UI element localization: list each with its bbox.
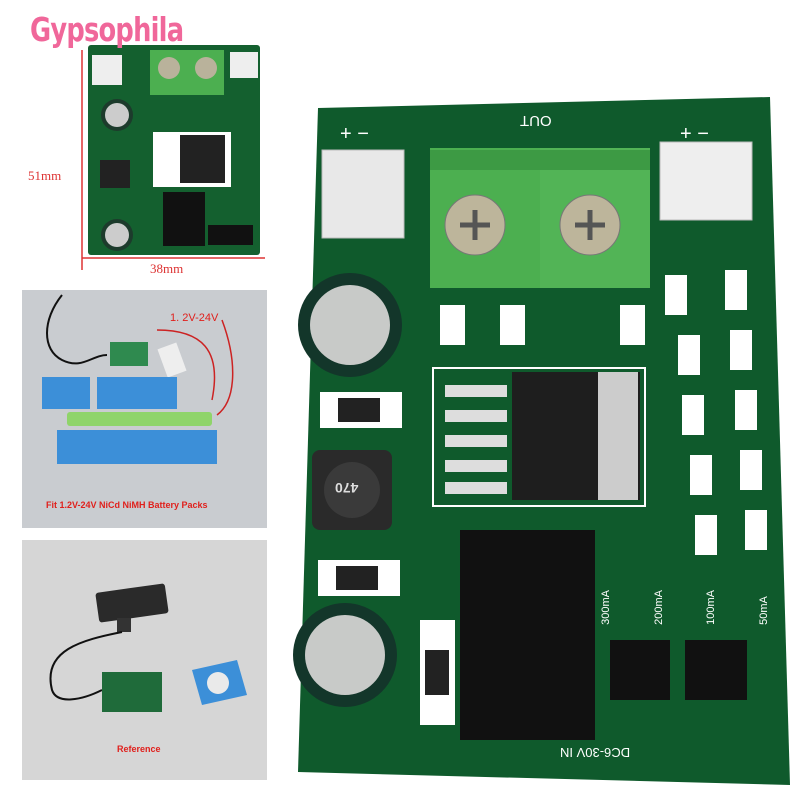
current-option-50: 50mA — [757, 596, 770, 625]
inductor-label: 470 — [335, 480, 359, 496]
current-option-300: 300mA — [600, 590, 612, 625]
battery-packs-image — [42, 294, 234, 464]
battery-caption: Fit 1.2V-24V NiCd NiMH Battery Packs — [46, 500, 208, 510]
input-label: DC6-30V IN — [560, 745, 631, 760]
svg-text:+ −: + − — [340, 123, 369, 145]
width-dimension-label: 38mm — [150, 261, 184, 276]
dimensions-panel: 51mm 38mm — [20, 30, 270, 280]
reference-setup-image — [49, 583, 247, 712]
brand-watermark: Gypsophila — [30, 10, 184, 49]
voltage-range-label: 1. 2V-24V — [170, 312, 219, 324]
current-option-100: 100mA — [705, 590, 718, 625]
height-dimension-label: 51mm — [28, 168, 62, 183]
battery-packs-panel: 1. 2V-24V Fit 1.2V-24V NiCd NiMH Battery… — [22, 290, 267, 528]
current-option-200: 200mA — [652, 590, 665, 625]
small-board-image — [81, 45, 265, 270]
reference-panel: Reference — [22, 540, 267, 780]
svg-text:+ −: + − — [680, 123, 709, 145]
output-label: OUT — [520, 112, 552, 129]
reference-caption: Reference — [117, 744, 161, 754]
current-options: 300mA 200mA 100mA 50mA — [600, 590, 770, 625]
